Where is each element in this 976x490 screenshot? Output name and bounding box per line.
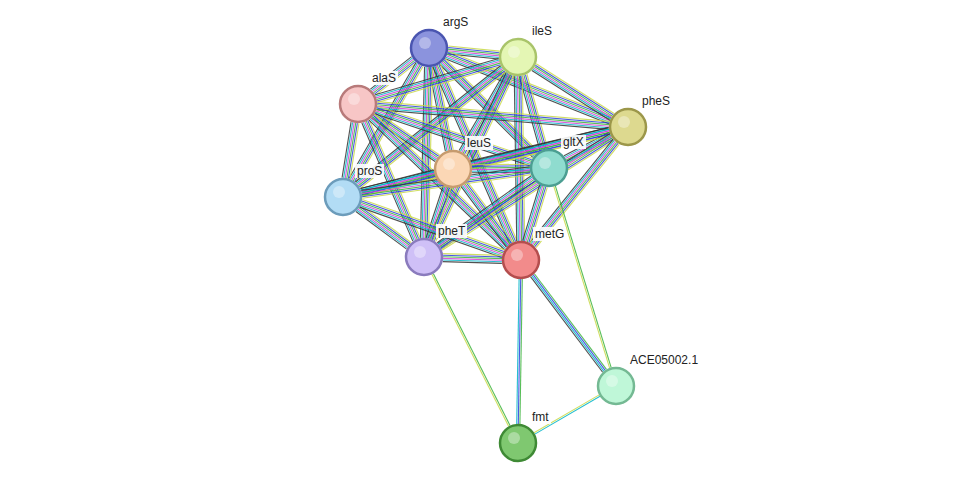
node-circle	[529, 148, 569, 188]
interaction-line	[472, 165, 530, 167]
protein-node: fmt	[498, 423, 538, 463]
node-highlight	[333, 186, 345, 198]
protein-node: ileS	[498, 37, 538, 77]
interaction-line	[517, 279, 519, 424]
interaction-line	[532, 276, 604, 372]
interaction-line	[443, 262, 502, 264]
interaction-line	[522, 76, 543, 150]
node-highlight	[618, 116, 630, 128]
node-circle	[338, 84, 378, 124]
protein-label: ACE05002.1	[628, 353, 700, 367]
interaction-line	[555, 186, 611, 368]
interaction-line	[533, 69, 611, 119]
interaction-line	[534, 68, 612, 118]
interaction-line	[531, 140, 614, 243]
protein-node: argS	[409, 28, 449, 68]
node-disc	[598, 368, 634, 404]
node-circle	[409, 28, 449, 68]
node-circle	[433, 149, 473, 189]
node-highlight	[511, 249, 523, 261]
interaction-line	[554, 186, 610, 368]
interaction-line	[536, 64, 614, 114]
node-highlight	[539, 157, 551, 169]
protein-label: alaS	[370, 71, 398, 85]
node-disc	[500, 425, 536, 461]
interaction-line	[432, 274, 509, 426]
protein-label: leuS	[465, 136, 493, 150]
node-disc	[503, 242, 539, 278]
node-circle	[608, 107, 648, 147]
protein-label: metG	[533, 227, 566, 241]
node-highlight	[443, 158, 455, 170]
node-highlight	[606, 375, 618, 387]
node-circle	[404, 237, 444, 277]
node-disc	[325, 179, 361, 215]
node-circle	[498, 37, 538, 77]
protein-node: alaS	[338, 84, 378, 124]
node-highlight	[508, 46, 520, 58]
interaction-line	[433, 274, 510, 426]
interaction-line	[531, 277, 603, 373]
node-disc	[406, 239, 442, 275]
interaction-line	[472, 164, 530, 166]
interaction-line	[342, 122, 351, 177]
protein-label: ileS	[530, 24, 554, 38]
node-disc	[435, 151, 471, 187]
protein-node: leuS	[433, 149, 473, 189]
interaction-line	[362, 135, 610, 196]
node-circle	[498, 423, 538, 463]
interaction-line	[535, 65, 613, 115]
interaction-line	[468, 182, 513, 243]
protein-node: pheT	[404, 237, 444, 277]
node-highlight	[414, 246, 426, 258]
node-disc	[610, 109, 646, 145]
protein-label: fmt	[530, 410, 551, 424]
interaction-line	[534, 142, 617, 245]
node-disc	[500, 39, 536, 75]
node-disc	[531, 150, 567, 186]
interaction-line	[533, 275, 605, 371]
interaction-line	[527, 74, 548, 148]
protein-label: pheS	[640, 94, 672, 108]
protein-label: proS	[355, 164, 384, 178]
protein-label: gltX	[561, 135, 586, 149]
interaction-line	[524, 75, 545, 149]
node-circle	[323, 177, 363, 217]
interaction-line	[525, 75, 546, 149]
protein-node: gltX	[529, 148, 569, 188]
interaction-line	[521, 76, 542, 150]
protein-label: argS	[441, 15, 470, 29]
node-highlight	[348, 93, 360, 105]
protein-node: proS	[323, 177, 363, 217]
interaction-line	[360, 206, 410, 243]
node-disc	[411, 30, 447, 66]
interaction-line	[344, 122, 353, 177]
node-highlight	[419, 37, 431, 49]
node-disc	[340, 86, 376, 122]
protein-node: pheS	[608, 107, 648, 147]
protein-node: ACE05002.1	[596, 366, 636, 406]
node-circle	[501, 240, 541, 280]
protein-label: pheT	[436, 224, 467, 238]
protein-node: metG	[501, 240, 541, 280]
interaction-line	[532, 71, 610, 121]
node-highlight	[508, 432, 520, 444]
node-circle	[596, 366, 636, 406]
interaction-line	[534, 67, 612, 117]
